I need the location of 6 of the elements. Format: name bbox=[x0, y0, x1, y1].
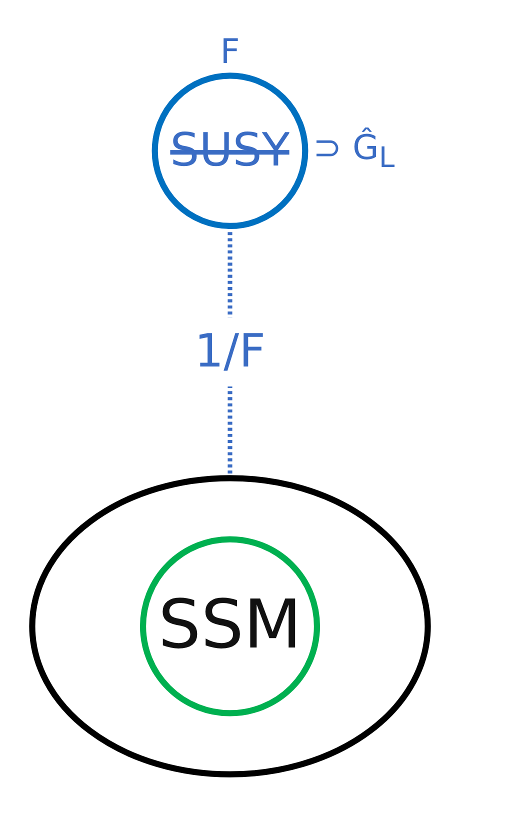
node-circle: SUSY bbox=[152, 72, 308, 230]
node-circle: SSM bbox=[140, 536, 320, 716]
cluster bbox=[29, 475, 431, 778]
edge-label: 1/F bbox=[194, 325, 266, 379]
node-annotation: F bbox=[220, 32, 240, 72]
side-annotation: ⊃ Ĝ$_{L}$ bbox=[313, 128, 395, 174]
